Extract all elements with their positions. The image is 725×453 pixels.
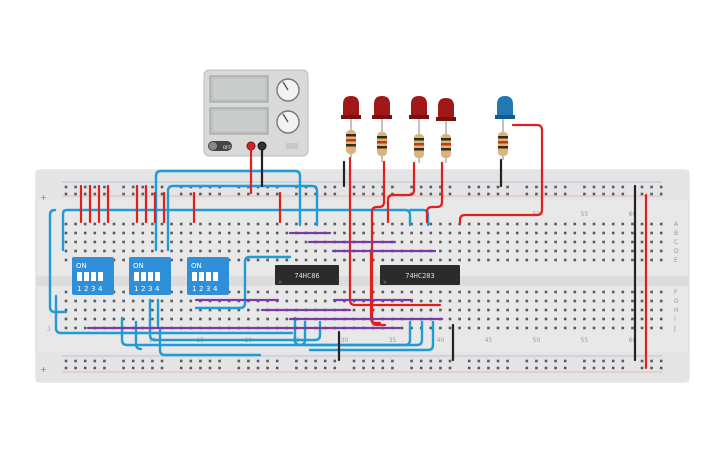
dip-switch-2[interactable]: ON 1 2 3 4 [129, 257, 171, 295]
column-number: 40 [437, 337, 445, 344]
chip-74hc283[interactable]: 74HC283 [380, 265, 460, 285]
column-number: 30 [341, 337, 349, 344]
dip-pin-2: 2 [199, 285, 203, 293]
dip-pin-4: 4 [213, 285, 218, 293]
red-led-4[interactable] [436, 98, 456, 163]
blue-led[interactable] [495, 96, 515, 160]
column-number: 50 [533, 337, 541, 344]
dip-on-label: ON [191, 262, 202, 270]
wire-red[interactable] [370, 160, 387, 327]
rail-plus-icon: + [40, 365, 47, 374]
wire-blue[interactable] [148, 298, 322, 342]
wire-blue[interactable] [194, 255, 292, 310]
wire-blue[interactable] [166, 184, 319, 252]
wires [48, 123, 648, 370]
wire-red[interactable] [425, 161, 444, 224]
row-label: H [674, 307, 679, 314]
dip-pin-2: 2 [141, 285, 145, 293]
dip-switch-1[interactable]: ON 1 2 3 4 [72, 257, 114, 295]
row-label: I [674, 316, 676, 323]
row-label: D [674, 248, 679, 255]
dip-switch-3[interactable]: ON 1 2 3 4 [187, 257, 229, 295]
wire-blue[interactable] [154, 169, 302, 252]
dip-pin-2: 2 [84, 285, 88, 293]
power-off-label: OFF [223, 145, 231, 150]
dip-pin-1: 1 [192, 285, 196, 293]
row-label: F [674, 289, 678, 296]
red-led-1[interactable] [341, 96, 361, 158]
column-number: 55 [581, 337, 589, 344]
dip-on-label: ON [76, 262, 87, 270]
row-label: J [673, 325, 676, 332]
chip-label: 74HC86 [294, 272, 319, 280]
negative-terminal[interactable] [257, 141, 267, 151]
wire-blue[interactable] [238, 208, 412, 227]
dip-pin-1: 1 [77, 285, 81, 293]
row-label: C [674, 239, 678, 246]
column-number: 35 [389, 337, 397, 344]
wire-blue[interactable] [134, 320, 143, 351]
chip-label: 74HC283 [405, 272, 435, 280]
column-number: 60 [629, 337, 637, 344]
positive-terminal[interactable] [246, 141, 256, 151]
wire-blue[interactable] [158, 328, 262, 357]
wire-blue[interactable] [61, 208, 242, 252]
chip-74hc86[interactable]: 74HC86 [275, 265, 339, 285]
wire-blue[interactable] [54, 294, 294, 335]
dip-pin-1: 1 [134, 285, 138, 293]
dip-pin-4: 4 [98, 285, 103, 293]
row-label: A [674, 221, 679, 228]
wire-blue[interactable] [303, 320, 424, 347]
row-label: G [674, 298, 679, 305]
red-led-2[interactable] [372, 96, 392, 162]
red-led-3[interactable] [409, 96, 429, 163]
wire-red[interactable] [458, 123, 544, 224]
dip-pin-3: 3 [91, 285, 95, 293]
dip-on-label: ON [133, 262, 144, 270]
dip-pin-3: 3 [148, 285, 152, 293]
dip-pin-3: 3 [206, 285, 210, 293]
wire-blue[interactable] [48, 208, 57, 254]
column-number: 55 [581, 211, 589, 218]
wire-red[interactable] [386, 161, 416, 224]
led-array [341, 96, 515, 163]
row-label: E [674, 257, 678, 264]
wire-blue[interactable] [308, 320, 435, 352]
wire-blue[interactable] [120, 316, 307, 347]
rail-plus-icon: + [40, 193, 47, 202]
column-number: 60 [629, 211, 637, 218]
left-row-label: J [47, 326, 51, 333]
dip-pin-4: 4 [155, 285, 160, 293]
power-supply[interactable]: OFF [203, 69, 309, 157]
row-label: B [674, 230, 678, 237]
column-number: 45 [485, 337, 493, 344]
